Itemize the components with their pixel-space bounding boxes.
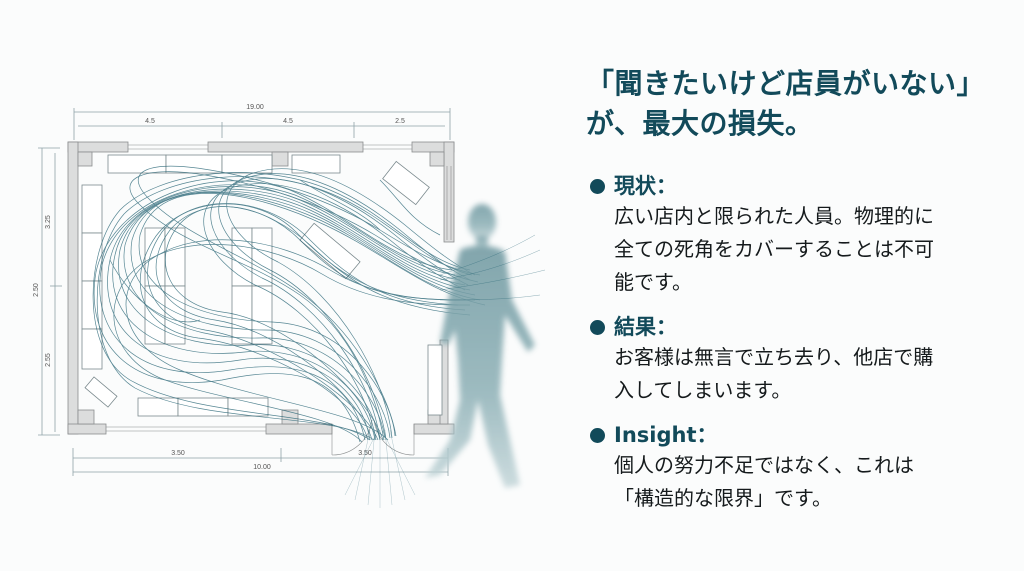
- person-flow-overlay: [439, 234, 546, 301]
- windows: [106, 144, 452, 432]
- title-line-1: 「聞きたいけど店員がいない」: [586, 67, 986, 100]
- dimension-lines: [38, 108, 451, 476]
- svg-text:10.00: 10.00: [253, 464, 271, 471]
- slide-title: 「聞きたいけど店員がいない」 が、最大の損失。: [586, 64, 1016, 144]
- bullet-list: 現状： 広い店内と限られた人員。物理的に 全ての死角をカバーすることは不可 能で…: [590, 172, 1010, 529]
- dimension-labels: 19.00 4.5 4.5 2.5 3.50 3.50 10.00 3.25 2…: [33, 104, 405, 471]
- svg-text:4.5: 4.5: [283, 118, 293, 125]
- bullet-result: 結果： お客様は無言で立ち去り、他店で購 入してしまいます。: [590, 313, 1010, 407]
- svg-text:2.50: 2.50: [33, 283, 40, 297]
- store-floor-plan-diagram: 19.00 4.5 4.5 2.5 3.50 3.50 10.00 3.25 2…: [33, 104, 546, 508]
- title-line-2: が、最大の損失。: [586, 107, 814, 140]
- bullet-dot-icon: [590, 427, 605, 443]
- bullet-label: 現状：: [614, 174, 677, 198]
- walls: [67, 141, 455, 435]
- svg-text:3.25: 3.25: [45, 215, 52, 229]
- bullet-dot-icon: [590, 319, 605, 335]
- svg-text:4.5: 4.5: [145, 118, 155, 125]
- svg-text:19.00: 19.00: [246, 104, 264, 111]
- svg-text:2.55: 2.55: [45, 353, 52, 367]
- bullet-label: Insight：: [614, 423, 718, 447]
- walking-person-silhouette: [425, 204, 535, 488]
- svg-text:2.5: 2.5: [395, 118, 405, 125]
- exit-flow-lines: [344, 429, 416, 508]
- bullet-dot-icon: [590, 178, 605, 194]
- bullet-body: お客様は無言で立ち去り、他店で購 入してしまいます。: [614, 345, 934, 402]
- bullet-label: 結果：: [614, 315, 677, 339]
- svg-text:3.50: 3.50: [171, 450, 185, 457]
- bullet-current-state: 現状： 広い店内と限られた人員。物理的に 全ての死角をカバーすることは不可 能で…: [590, 172, 1010, 299]
- bullet-body: 広い店内と限られた人員。物理的に 全ての死角をカバーすることは不可 能です。: [614, 204, 934, 294]
- svg-text:3.50: 3.50: [358, 450, 372, 457]
- fixtures: [81, 154, 443, 417]
- bullet-insight: Insight： 個人の努力不足ではなく、これは 「構造的な限界」です。: [590, 421, 1010, 515]
- customer-flow-lines: [92, 165, 486, 443]
- bullet-body: 個人の努力不足ではなく、これは 「構造的な限界」です。: [614, 453, 914, 510]
